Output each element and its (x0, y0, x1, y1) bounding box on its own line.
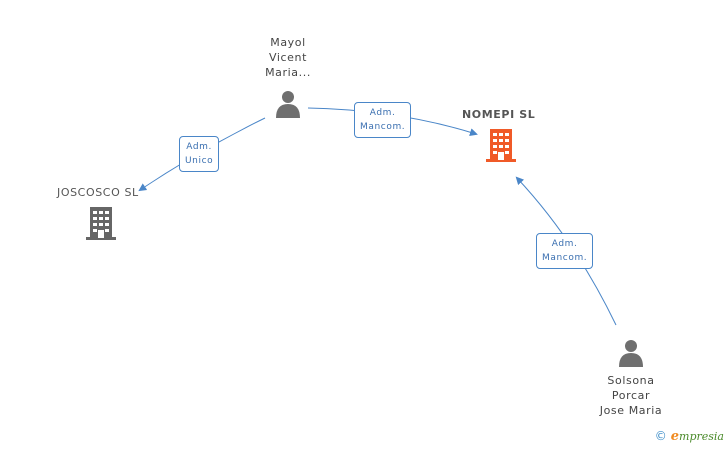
brand-initial: e (670, 429, 680, 444)
company-label-joscosco[interactable]: JOSCOSCO SL (57, 186, 139, 199)
person-icon[interactable] (619, 340, 643, 367)
person-name-line: Maria... (265, 66, 311, 79)
building-icon[interactable] (486, 129, 516, 162)
edge-label-line: Adm. (186, 142, 212, 152)
edge-label-adm-unico: Adm. Unico (179, 136, 220, 172)
edge-label-line: Mancom. (360, 122, 406, 132)
person-icon[interactable] (276, 91, 300, 118)
person-label-mayol[interactable]: Mayol Vicent Maria... (248, 35, 328, 80)
brand-name: mpresia (679, 430, 724, 443)
building-icon[interactable] (86, 207, 116, 240)
person-name-line: Mayol (270, 36, 306, 49)
edge-label-line: Adm. (369, 108, 396, 118)
copyright-icon: © (654, 429, 667, 443)
edge-label-line: Mancom. (542, 253, 588, 263)
person-name-line: Solsona (607, 374, 655, 387)
edge-label-line: Unico (185, 156, 214, 166)
empresia-logo[interactable]: ©empresia (655, 429, 724, 444)
edge-label-adm-mancom: Adm. Mancom. (354, 102, 412, 138)
person-name-line: Vicent (268, 51, 308, 64)
edge-label-adm-mancom: Adm. Mancom. (536, 233, 594, 269)
edge-label-line: Adm. (551, 239, 578, 249)
person-name-line: Jose Maria (599, 404, 663, 417)
company-label-nomepi[interactable]: NOMEPI SL (462, 108, 536, 121)
person-label-solsona[interactable]: Solsona Porcar Jose Maria (586, 373, 676, 418)
person-name-line: Porcar (611, 389, 651, 402)
